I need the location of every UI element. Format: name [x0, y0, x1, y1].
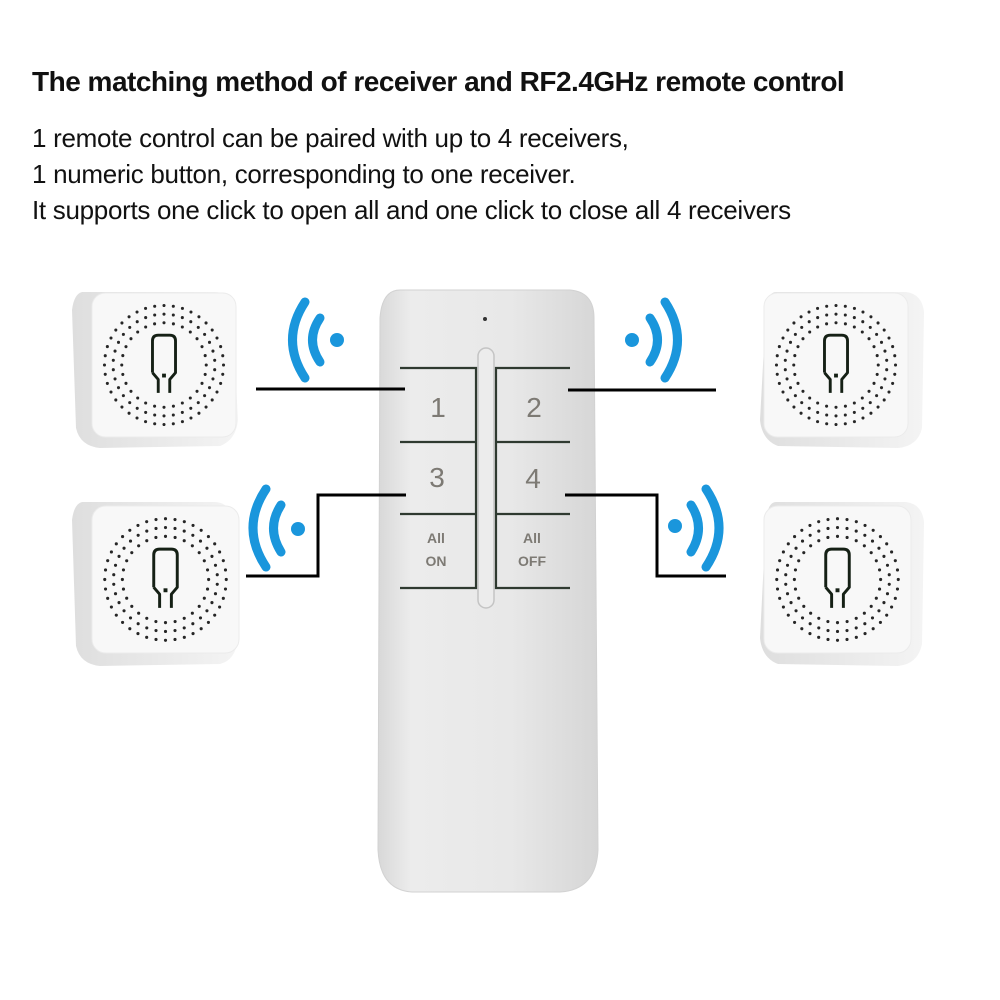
signal-icon — [288, 297, 344, 383]
center-divider — [477, 347, 495, 609]
receiver-bottom-right — [760, 502, 924, 666]
button-label: OFF — [518, 553, 546, 569]
button-label: All — [427, 530, 445, 546]
receiver-top-left — [72, 292, 238, 448]
button-label: 3 — [429, 462, 445, 493]
remote-button-all-off[interactable]: All OFF — [498, 516, 570, 586]
button-label: 4 — [525, 463, 541, 494]
page-title: The matching method of receiver and RF2.… — [32, 66, 845, 97]
description-line: 1 remote control can be paired with up t… — [32, 123, 629, 153]
remote-control: 1 2 3 4 All ON All OFF — [377, 289, 599, 893]
description-line: It supports one click to open all and on… — [32, 195, 791, 225]
indicator-led — [483, 317, 487, 321]
button-label: 2 — [526, 392, 542, 423]
smart-switch-icon — [763, 292, 909, 438]
button-label: All — [523, 530, 541, 546]
smart-switch-icon — [91, 505, 240, 654]
signal-icon — [668, 484, 724, 572]
smart-switch-icon — [763, 505, 912, 654]
remote-button-3[interactable]: 3 — [402, 444, 474, 512]
connector-line-3 — [246, 493, 406, 578]
signal-icon — [248, 484, 305, 572]
remote-button-4[interactable]: 4 — [498, 444, 570, 512]
button-label: ON — [426, 553, 447, 569]
receiver-top-right — [760, 292, 924, 448]
connector-line-4 — [565, 493, 726, 578]
button-label: 1 — [430, 392, 446, 423]
description: 1 remote control can be paired with up t… — [32, 120, 791, 228]
remote-button-1[interactable]: 1 — [402, 370, 474, 440]
smart-switch-icon — [91, 292, 237, 438]
description-line: 1 numeric button, corresponding to one r… — [32, 159, 576, 189]
remote-button-all-on[interactable]: All ON — [402, 516, 474, 586]
receiver-bottom-left — [72, 502, 240, 666]
signal-icon — [625, 297, 682, 383]
remote-button-2[interactable]: 2 — [498, 370, 570, 440]
